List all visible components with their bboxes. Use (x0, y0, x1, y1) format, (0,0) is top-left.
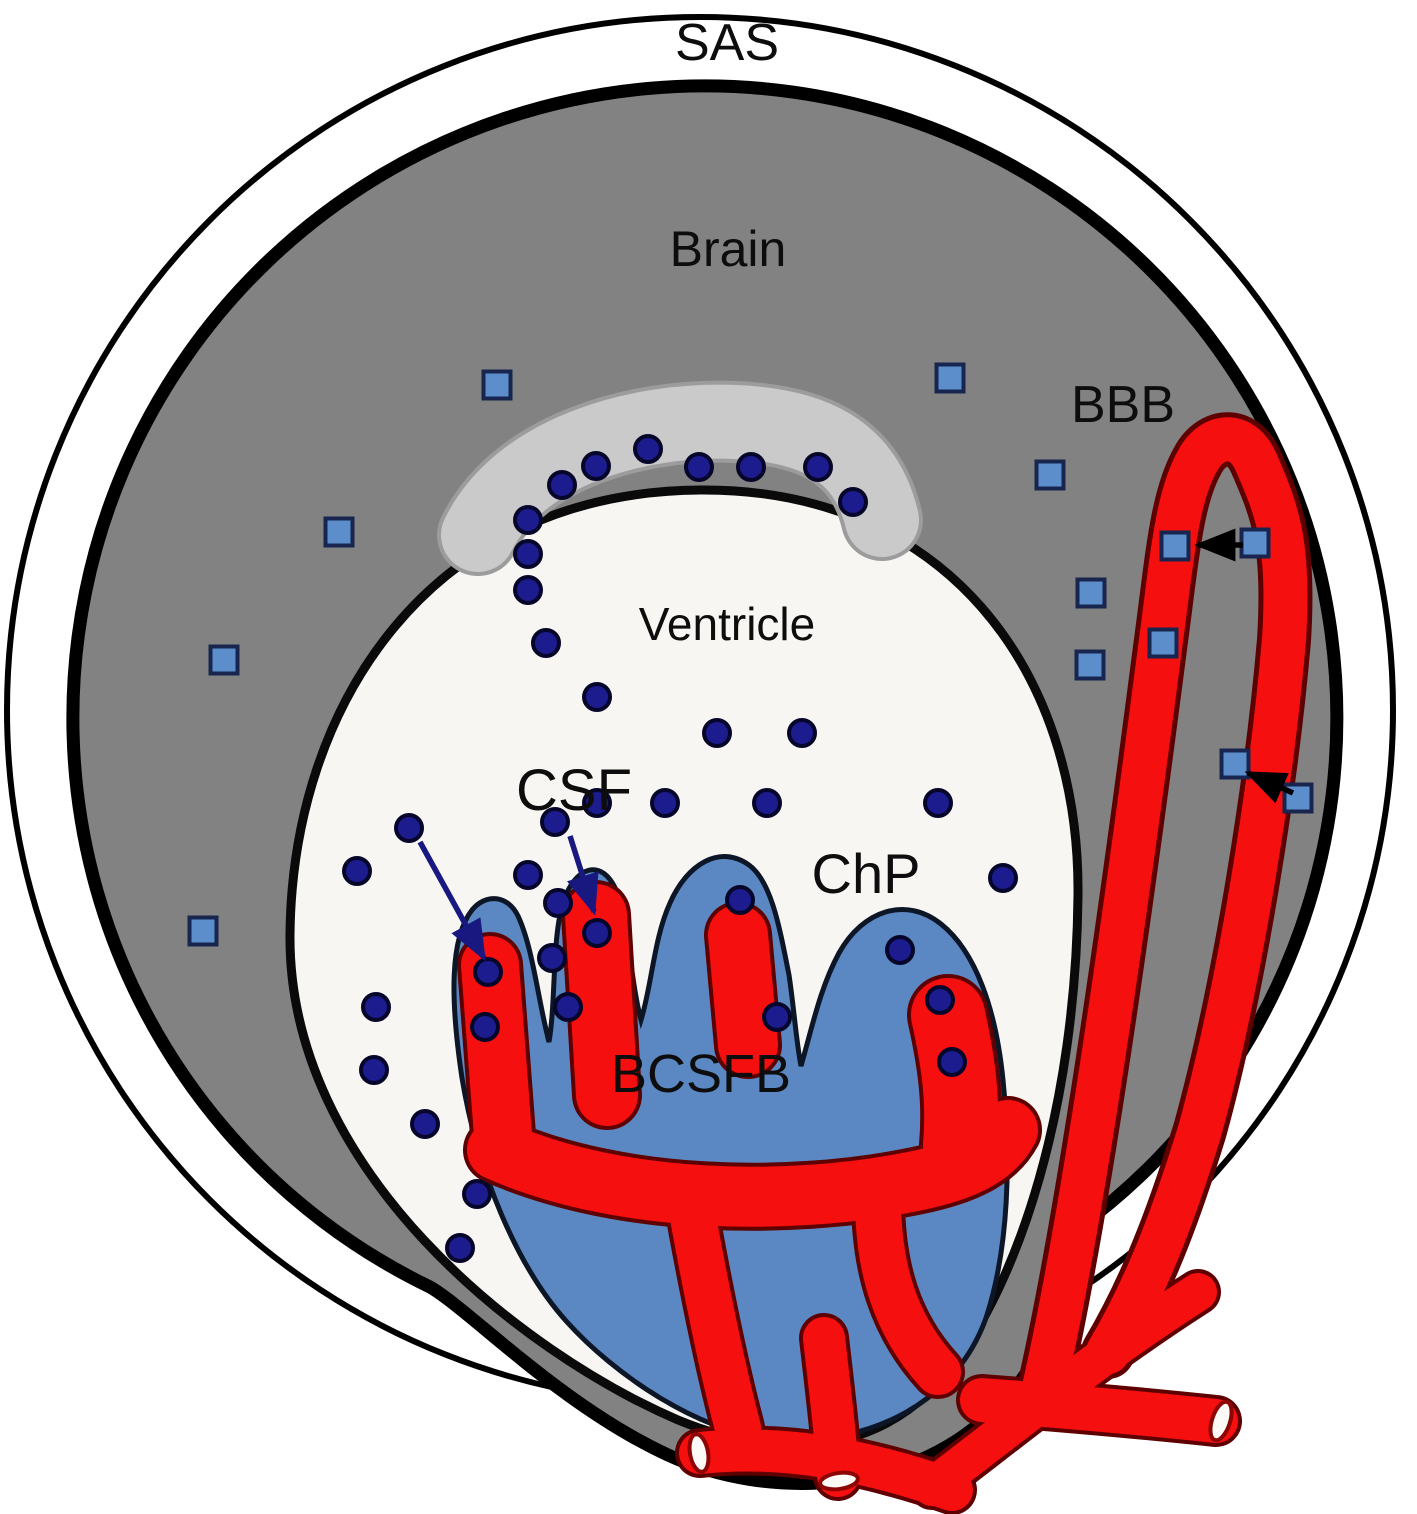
csf-molecule-dot (582, 918, 612, 948)
csf-molecule-dot (513, 539, 543, 569)
arch-trail-dots (513, 434, 868, 658)
csf-molecule-dot (410, 1109, 440, 1139)
label-bcsfb: BCSFB (611, 1044, 791, 1104)
csf-molecule-dot (359, 1055, 389, 1085)
transport-arrow (567, 835, 599, 916)
molecule-square (187, 915, 219, 947)
label-brain: Brain (670, 221, 787, 277)
csf-molecule-dot (650, 788, 680, 818)
molecule-square (1074, 649, 1106, 681)
vessel-opening (818, 1470, 860, 1492)
molecule-square (1239, 527, 1271, 559)
csf-molecule-dot (581, 451, 611, 481)
csf-molecule-dot (582, 682, 612, 712)
transport-arrow (417, 840, 487, 962)
csf-molecule-dot (540, 807, 570, 837)
label-sas: SAS (675, 14, 779, 72)
molecule-square (1159, 530, 1191, 562)
csf-molecule-dot (725, 885, 755, 915)
csf-molecule-dot (553, 992, 583, 1022)
csf-molecule-dot (394, 813, 424, 843)
csf-molecule-dot (803, 452, 833, 482)
molecule-square (323, 516, 355, 548)
csf-molecule-dot (342, 856, 372, 886)
csf-molecule-dot (462, 1179, 492, 1209)
csf-molecule-dot (513, 860, 543, 890)
csf-dots (342, 682, 1018, 1263)
gray-arch (437, 380, 923, 576)
csf-molecule-dot (752, 788, 782, 818)
csf-molecule-dot (470, 1012, 500, 1042)
molecule-square (1147, 627, 1179, 659)
label-csf: CSF (516, 758, 632, 823)
csf-molecule-dot (838, 487, 868, 517)
molecule-square (481, 369, 513, 401)
csf-molecule-dot (513, 505, 543, 535)
csf-molecule-dot (543, 888, 573, 918)
csf-molecule-dot (445, 1233, 475, 1263)
molecule-square (1034, 459, 1066, 491)
molecule-squares (187, 362, 1314, 947)
csf-molecule-dot (513, 575, 543, 605)
csf-molecule-dot (885, 935, 915, 965)
csf-molecule-dot (787, 718, 817, 748)
label-chp: ChP (812, 842, 921, 905)
csf-molecule-dot (684, 452, 714, 482)
csf-molecule-dot (361, 992, 391, 1022)
label-bbb: BBB (1071, 376, 1175, 434)
vessel-opening (687, 1432, 711, 1474)
csf-molecule-dot (762, 1002, 792, 1032)
molecule-square (1219, 748, 1251, 780)
chp-dots (537, 885, 967, 1077)
csf-molecule-dot (582, 788, 612, 818)
transport-arrows (417, 528, 1295, 962)
csf-molecule-dot (547, 470, 577, 500)
csf-molecule-dot (473, 957, 503, 987)
label-ventricle: Ventricle (639, 598, 815, 650)
vessel-openings (687, 1399, 1234, 1492)
vessel-opening (1208, 1399, 1234, 1443)
molecule-square (934, 362, 966, 394)
csf-molecule-dot (537, 943, 567, 973)
csf-molecule-dot (633, 434, 663, 464)
transport-arrow (1244, 770, 1295, 804)
csf-molecule-dot (736, 452, 766, 482)
csf-molecule-dot (925, 985, 955, 1015)
molecule-square (1075, 577, 1107, 609)
csf-molecule-dot (702, 718, 732, 748)
vessel-core-dots (470, 918, 612, 1042)
csf-molecule-dot (937, 1047, 967, 1077)
csf-molecule-dot (531, 628, 561, 658)
csf-molecule-dot (923, 788, 953, 818)
csf-molecule-dot (988, 863, 1018, 893)
molecule-square (208, 644, 240, 676)
